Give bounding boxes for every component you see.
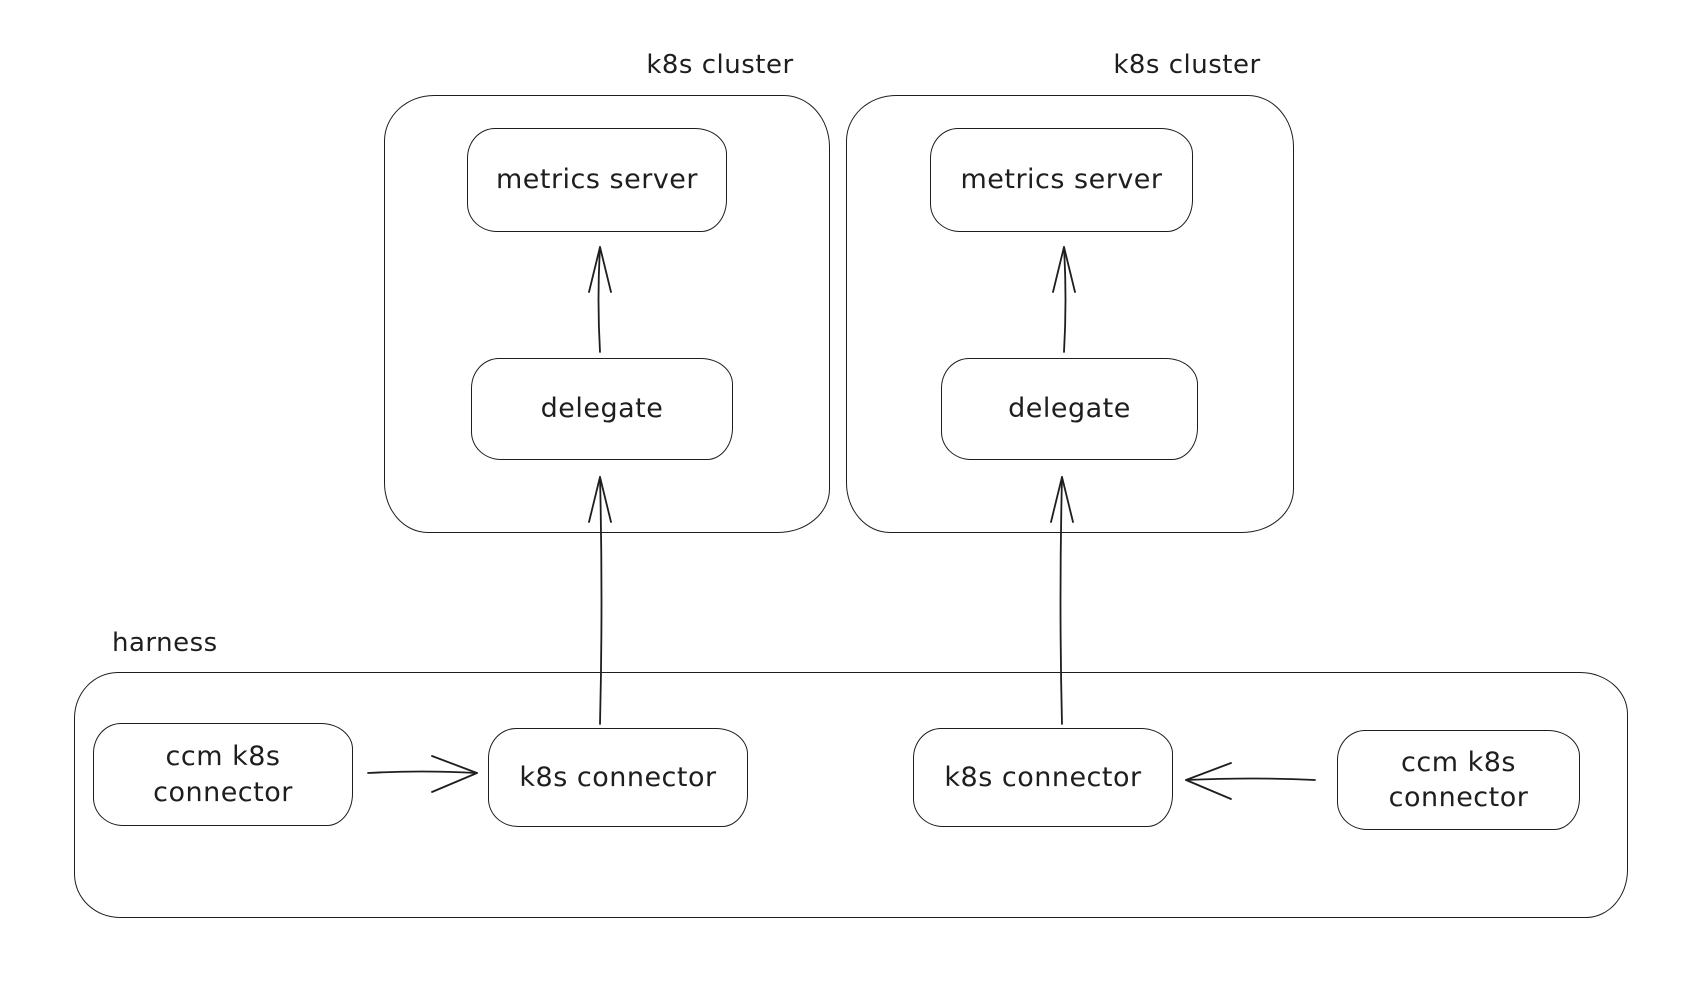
k8s-connector-label: k8s connector: [519, 761, 717, 793]
k8s-connector-node-left: k8s connector: [488, 728, 748, 827]
metrics-server-node-cluster-2: metrics server: [930, 128, 1193, 232]
metrics-server-label: metrics server: [960, 164, 1163, 196]
k8s-connector-label: k8s connector: [944, 761, 1142, 793]
delegate-node-cluster-1: delegate: [471, 358, 733, 460]
harness-title: harness: [112, 628, 218, 658]
cluster-1-title: k8s cluster: [646, 50, 794, 80]
cluster-2-box: [846, 95, 1294, 533]
k8s-connector-node-right: k8s connector: [913, 728, 1173, 827]
cluster-2-title: k8s cluster: [1113, 50, 1261, 80]
ccm-k8s-connector-node-right: ccm k8s connector: [1337, 730, 1580, 830]
delegate-node-cluster-2: delegate: [941, 358, 1198, 460]
ccm-k8s-connector-node-left: ccm k8s connector: [93, 723, 353, 826]
cluster-1-box: [384, 95, 830, 533]
ccm-k8s-connector-label: ccm k8s connector: [1388, 746, 1529, 813]
metrics-server-node-cluster-1: metrics server: [467, 128, 727, 232]
ccm-k8s-connector-label: ccm k8s connector: [153, 741, 293, 808]
harness-box: [74, 672, 1628, 918]
delegate-label: delegate: [1008, 393, 1131, 425]
metrics-server-label: metrics server: [495, 164, 699, 196]
delegate-label: delegate: [540, 393, 664, 425]
